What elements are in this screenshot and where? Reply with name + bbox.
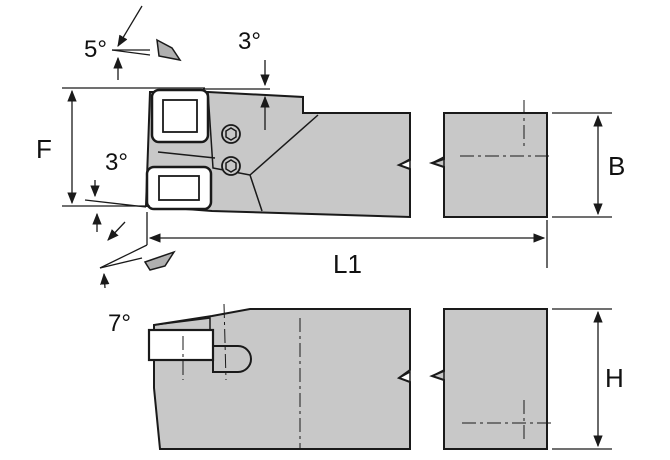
insert-upper: [150, 88, 210, 144]
screw-upper-icon: [221, 124, 241, 144]
side-clamp: [212, 345, 252, 373]
insert-lower: [145, 165, 213, 211]
insert-silhouette-bottom: [143, 250, 176, 271]
top-inserts: [145, 88, 213, 211]
side-insert: [147, 328, 215, 362]
angle-top-label: 5°: [84, 36, 107, 63]
side-view: [153, 308, 548, 450]
angle-side-label: 7°: [108, 310, 131, 337]
angle-top-right-label: 3°: [238, 28, 261, 55]
side-break-mark: [398, 368, 445, 382]
top-pocket-lines: [157, 91, 319, 212]
dim-f-label: F: [36, 134, 52, 164]
screw-lower-icon: [221, 156, 241, 176]
dim-b-label: B: [608, 151, 625, 181]
side-body-right: [429, 308, 548, 450]
insert-silhouette-top: [156, 38, 182, 62]
top-centerlines: [460, 100, 552, 157]
side-dimensions: [552, 308, 612, 450]
side-centerlines: [182, 303, 552, 449]
dim-h-label: H: [605, 363, 624, 393]
angle-mid-left-label: 3°: [105, 149, 128, 176]
top-dimensions: [62, 5, 612, 289]
dim-l1-label: L1: [333, 249, 362, 279]
top-break-mark: [398, 155, 445, 169]
screws: [221, 124, 241, 176]
top-body-right: [428, 112, 548, 218]
